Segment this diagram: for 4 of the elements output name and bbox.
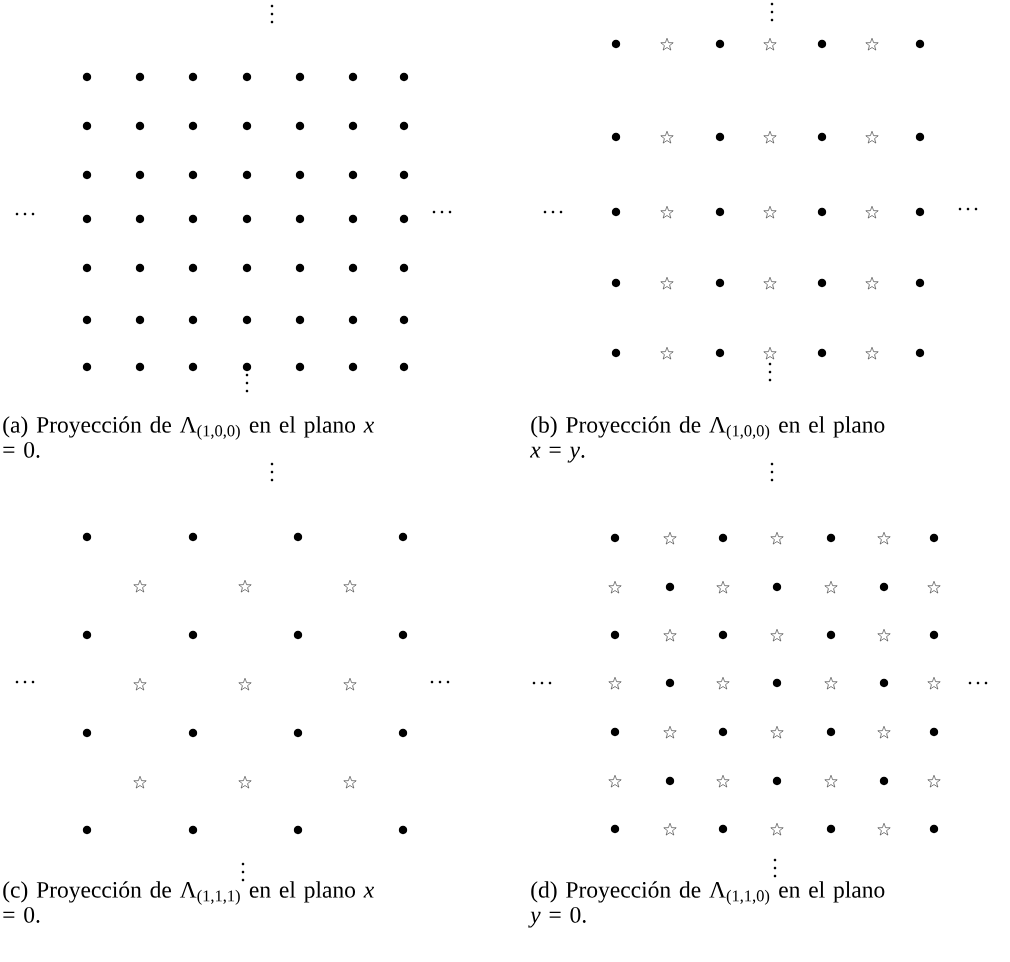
figure-caption: (a) Proyección de Λ$_{(1,0,0)}$ en el plano x = 0.: [3, 416, 374, 458]
figure-caption: (d) Proyección de Λ$_{(1,1,0)}$ en el plano y = 0.: [528, 881, 885, 928]
figure-caption: (b) Proyección de Λ$_{(1,0,0)}$ en el plano x = y.: [529, 416, 885, 463]
figure-caption: (c) Proyección de Λ$_{(1,1,1)}$ en el plano x = 0.: [3, 881, 374, 923]
